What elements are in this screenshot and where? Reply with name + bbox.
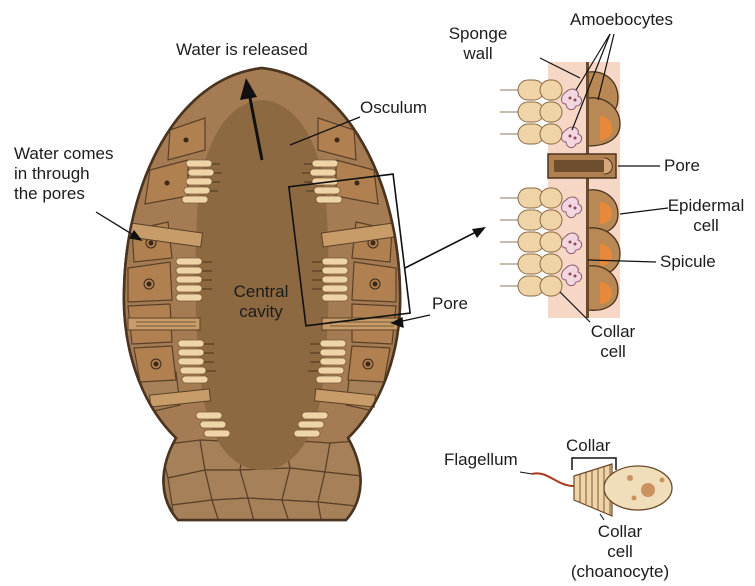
- label-water-comes-line1: Water comes: [14, 144, 114, 164]
- detail-flagella: [500, 90, 518, 286]
- label-central-line2: cavity: [216, 302, 306, 322]
- label-collar-cell-line1: Collar: [578, 322, 648, 342]
- label-choanocyte-line1: Collar: [560, 522, 680, 542]
- choanocyte-detail: [520, 458, 672, 520]
- choanocyte-body: [604, 466, 672, 510]
- label-choanocyte-line2: cell: [560, 542, 680, 562]
- label-osculum: Osculum: [360, 98, 427, 118]
- label-pore-body: Pore: [432, 294, 468, 314]
- wall-detail: [500, 34, 668, 322]
- label-sponge-wall-line1: Sponge: [438, 24, 518, 44]
- detail-pore: [548, 154, 616, 178]
- label-spicule: Spicule: [660, 252, 716, 272]
- label-collar: Collar: [566, 436, 610, 456]
- label-sponge-wall-line2: wall: [438, 44, 518, 64]
- label-water-comes-line2: in through: [14, 164, 90, 184]
- label-choanocyte-line3: (choanocyte): [560, 562, 680, 582]
- label-epidermal-line1: Epidermal: [660, 196, 752, 216]
- label-epidermal-line2: cell: [660, 216, 752, 236]
- label-flagellum: Flagellum: [444, 450, 518, 470]
- label-collar-cell-line2: cell: [578, 342, 648, 362]
- label-pore-detail: Pore: [664, 156, 700, 176]
- choanocyte-flagellum: [532, 473, 574, 486]
- label-water-released: Water is released: [176, 40, 308, 60]
- label-water-comes-line3: the pores: [14, 184, 85, 204]
- label-central-line1: Central: [216, 282, 306, 302]
- label-amoebocytes: Amoebocytes: [570, 10, 673, 30]
